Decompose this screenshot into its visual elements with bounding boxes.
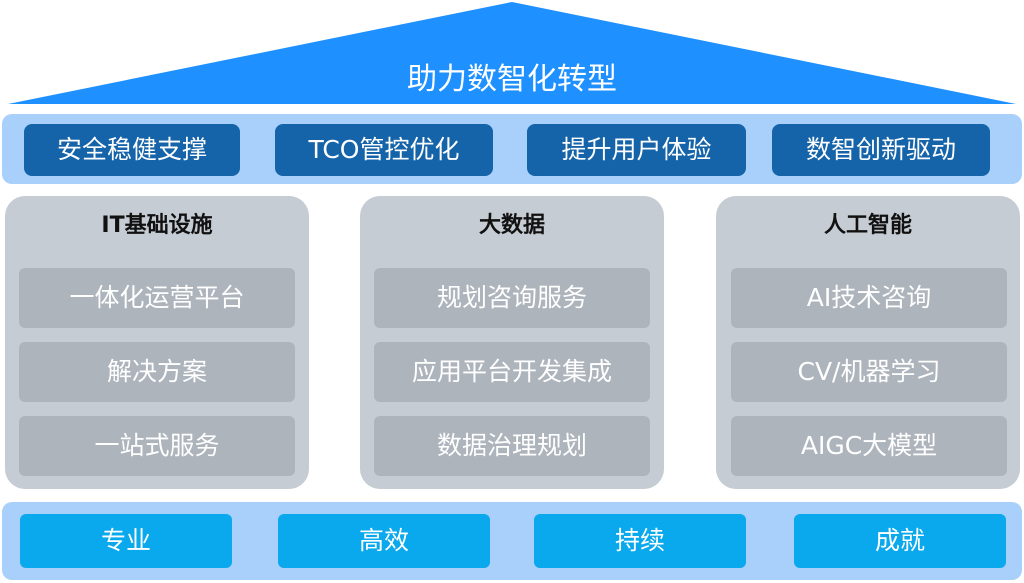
column-item: 数据治理规划: [374, 416, 650, 476]
column-item: AIGC大模型: [731, 416, 1007, 476]
column-title: 大数据: [478, 213, 545, 238]
goal-pill: 提升用户体验: [527, 124, 746, 176]
column-item: CV/机器学习: [731, 342, 1007, 402]
goal-pill: TCO管控优化: [275, 124, 493, 176]
value-pill: 专业: [20, 514, 232, 568]
column-title: IT基础设施: [101, 213, 213, 238]
value-pill: 高效: [278, 514, 490, 568]
roof-triangle: [8, 2, 1016, 104]
column-item: AI技术咨询: [731, 268, 1007, 328]
value-pill: 持续: [534, 514, 746, 568]
goal-pill: 安全稳健支撑: [24, 124, 240, 176]
goal-pill: 数智创新驱动: [772, 124, 990, 176]
roof-title: 助力数智化转型: [407, 62, 617, 97]
column-item: 解决方案: [19, 342, 295, 402]
column-item: 一站式服务: [19, 416, 295, 476]
value-pill: 成就: [794, 514, 1006, 568]
column-item: 规划咨询服务: [374, 268, 650, 328]
column-item: 一体化运营平台: [19, 268, 295, 328]
column-item: 应用平台开发集成: [374, 342, 650, 402]
column-title: 人工智能: [823, 213, 912, 238]
